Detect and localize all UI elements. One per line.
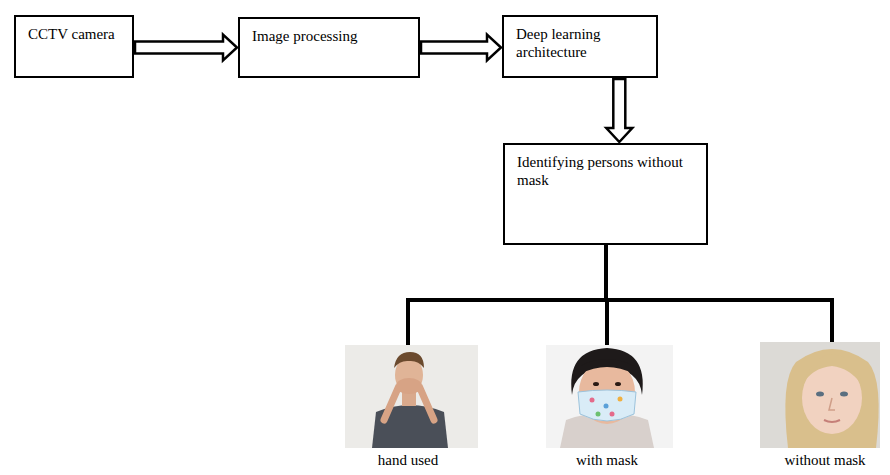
process-box: Deep learning architecture — [502, 15, 658, 78]
box-text: Identifying persons without mask — [517, 153, 694, 189]
process-box: Image processing — [238, 17, 420, 78]
tree-lines — [406, 245, 834, 345]
photo-caption: without mask — [784, 451, 865, 469]
process-box: CCTV camera — [14, 15, 134, 78]
box-text: Image processing — [252, 27, 406, 45]
photo-caption: hand used — [378, 451, 438, 469]
hollow-arrow — [421, 35, 501, 61]
photo-caption: with mask — [576, 451, 638, 469]
photo-hand-used — [345, 345, 478, 448]
photo-with-mask — [546, 345, 673, 448]
box-text: Deep learning architecture — [516, 25, 644, 61]
box-text: CCTV camera — [28, 25, 120, 43]
hollow-arrow — [606, 79, 632, 142]
process-box: Identifying persons without mask — [503, 143, 708, 245]
photo-without-mask — [760, 342, 880, 448]
hollow-arrow — [135, 35, 237, 61]
